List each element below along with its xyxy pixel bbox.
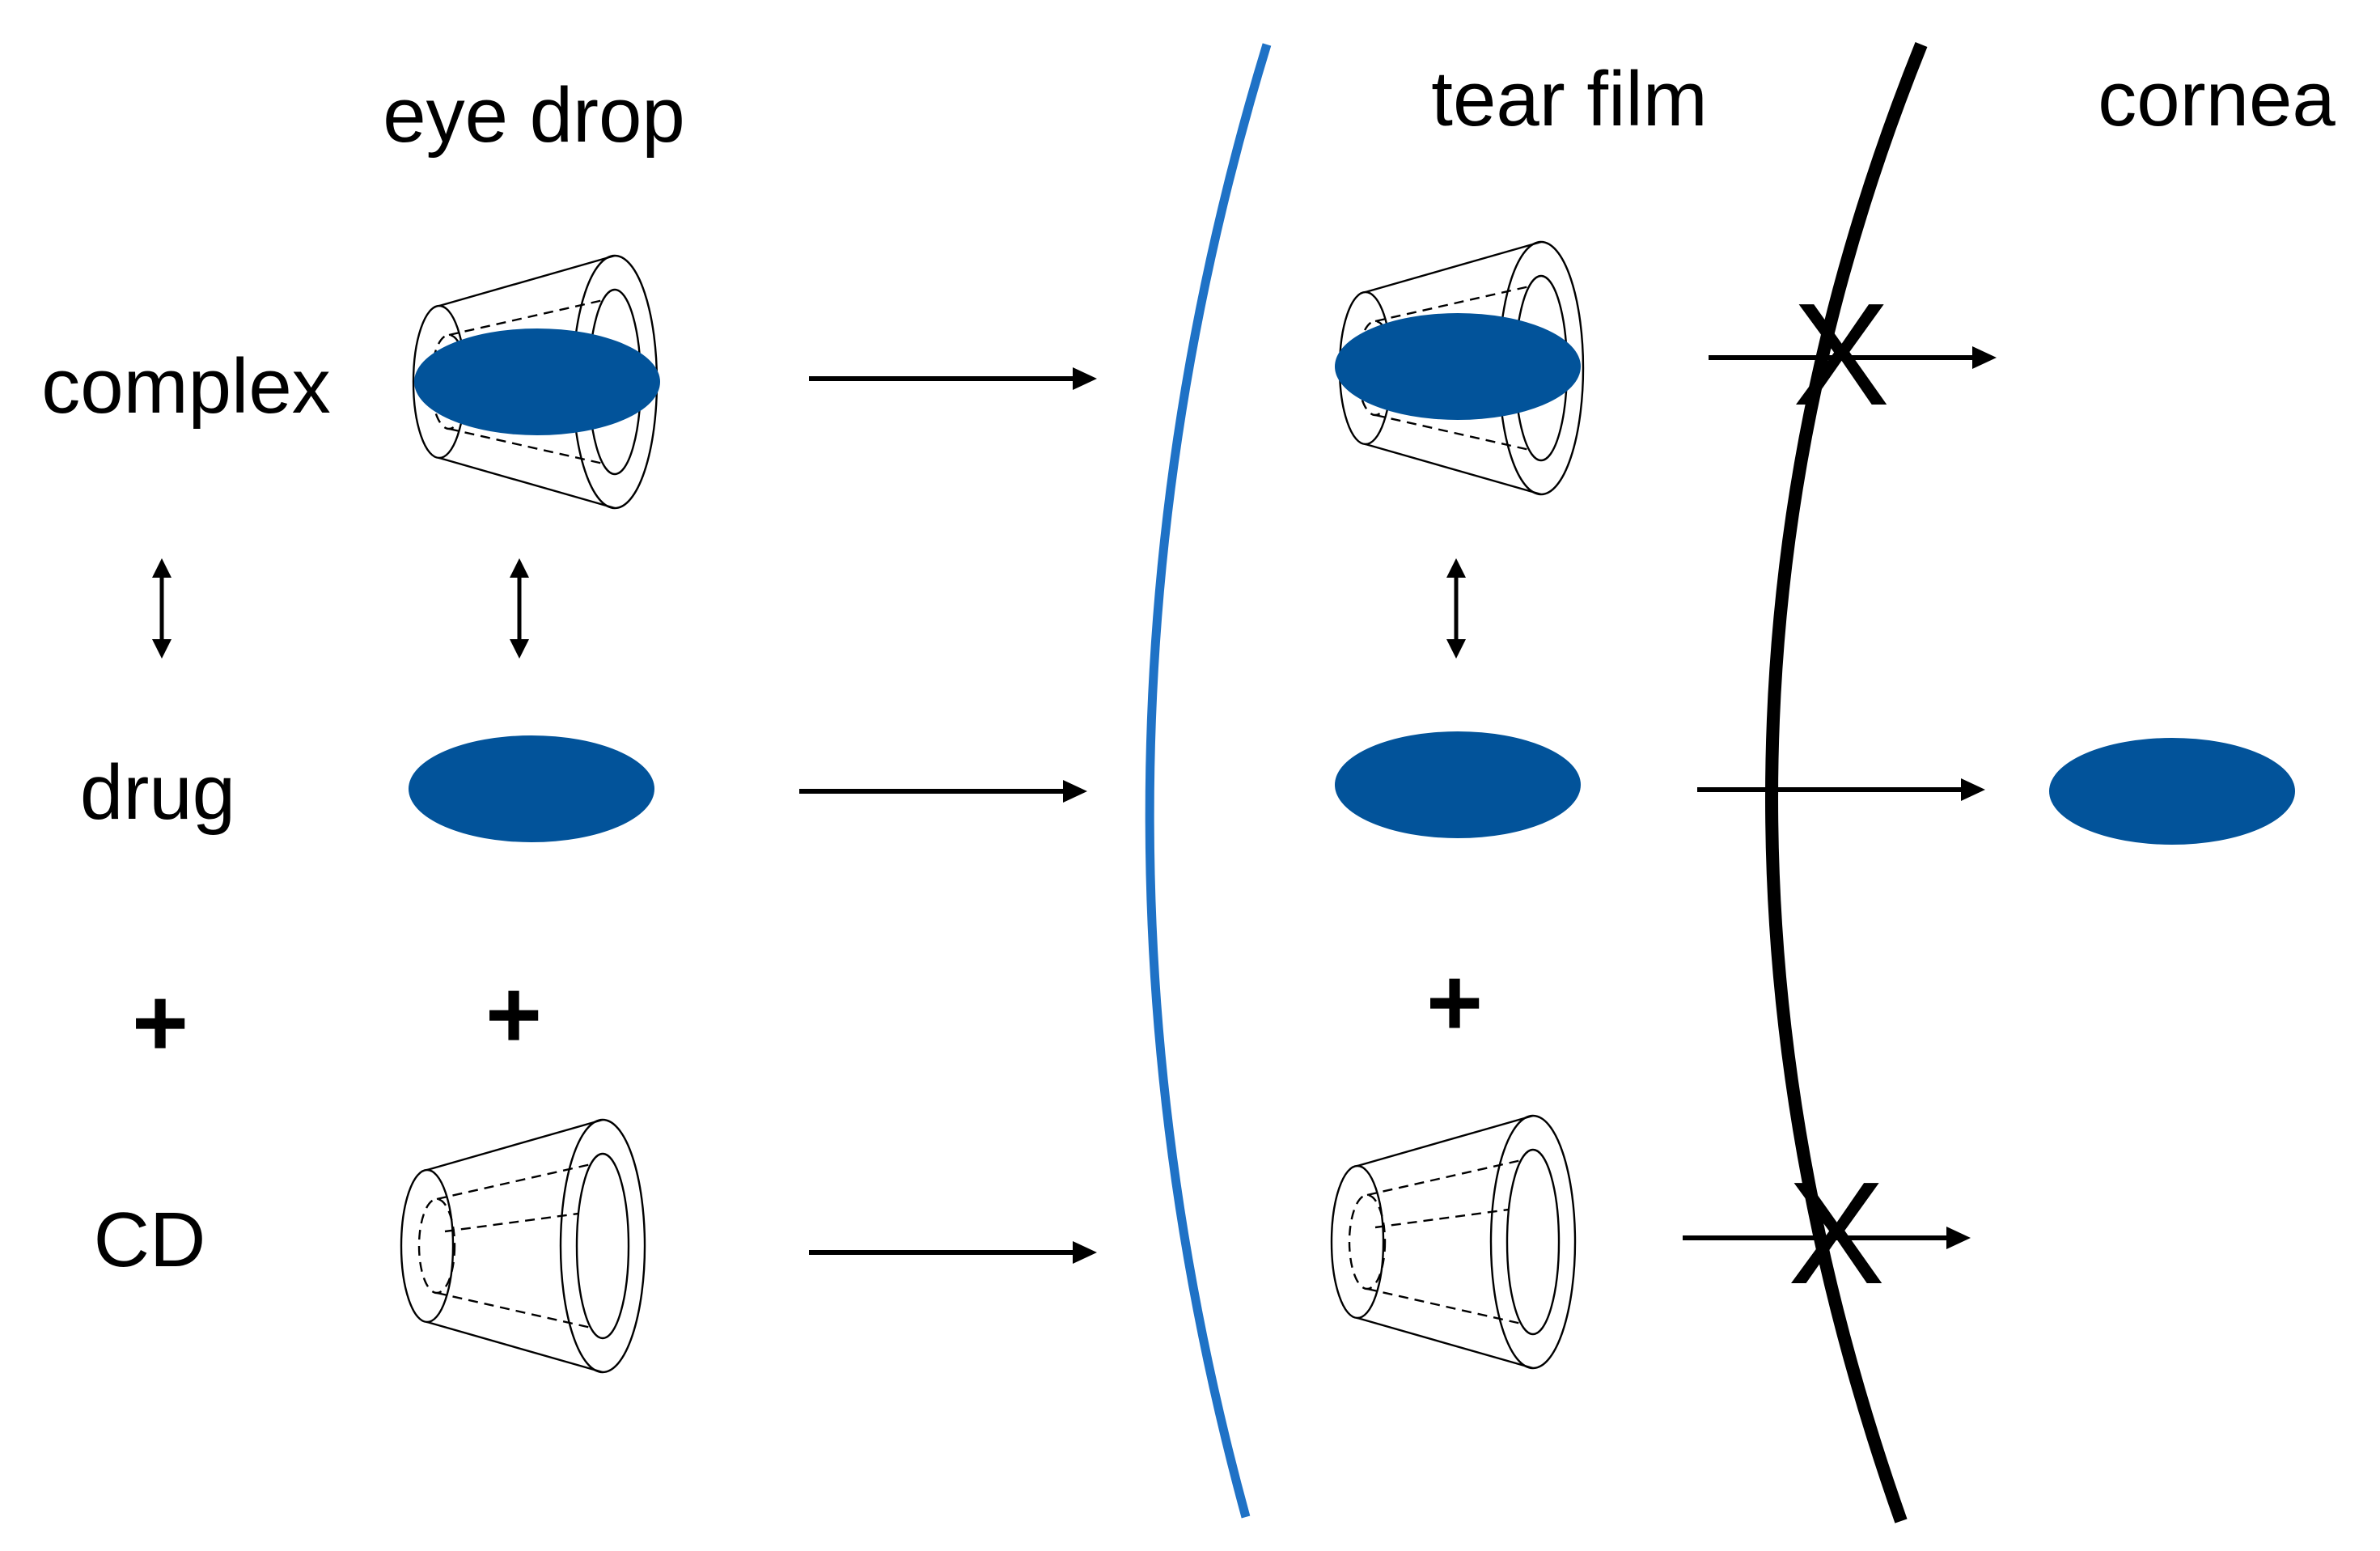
eye-drop-complex-drug-icon: [414, 328, 660, 435]
tear-film-membrane: [1145, 43, 1272, 1519]
tear-film-cd-icon: [1330, 1114, 1577, 1370]
tear-film-complex-drug-icon: [1335, 313, 1581, 420]
cornea-drug-icon: [2049, 738, 2295, 845]
row-label-drug: drug: [80, 749, 235, 836]
header-cornea: cornea: [2098, 56, 2336, 142]
arrow-drug-to-cornea: [1697, 778, 1985, 801]
arrow-cd-to-tear-film: [809, 1241, 1097, 1264]
eye-drop-plus: +: [485, 960, 542, 1069]
eye-drop-equilibrium-icon: [510, 558, 529, 659]
left-plus: +: [132, 968, 188, 1077]
tear-film-plus: +: [1426, 948, 1483, 1057]
tear-film-drug-icon: [1335, 731, 1581, 838]
eye-drop-cd-icon: [400, 1118, 646, 1374]
complex-blocked-mark: X: [1793, 273, 1890, 436]
header-tear-film: tear film: [1431, 56, 1707, 142]
tear-film-equilibrium-icon: [1446, 558, 1466, 659]
row-label-complex: complex: [41, 343, 330, 430]
cornea-membrane: [1765, 42, 1928, 1523]
cd-blocked-mark: X: [1788, 1152, 1885, 1315]
arrow-drug-to-tear-film: [799, 780, 1087, 803]
left-equilibrium-icon: [152, 558, 172, 659]
arrow-complex-to-tear-film: [809, 367, 1097, 390]
eye-drop-drug-icon: [409, 735, 654, 842]
row-label-cd: CD: [94, 1197, 206, 1283]
header-eye-drop: eye drop: [383, 72, 685, 159]
